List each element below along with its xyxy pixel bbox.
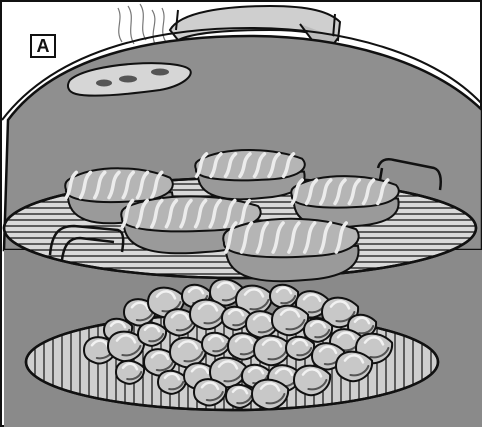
- steak: [223, 219, 358, 282]
- briquette: [138, 323, 166, 346]
- steak: [195, 150, 305, 199]
- panel-label: A: [30, 34, 56, 58]
- briquette: [226, 385, 254, 408]
- briquette: [286, 337, 314, 360]
- briquette: [194, 379, 226, 405]
- briquette: [202, 333, 230, 356]
- briquette: [270, 285, 298, 308]
- briquette: [116, 361, 144, 384]
- briquette: [158, 371, 186, 394]
